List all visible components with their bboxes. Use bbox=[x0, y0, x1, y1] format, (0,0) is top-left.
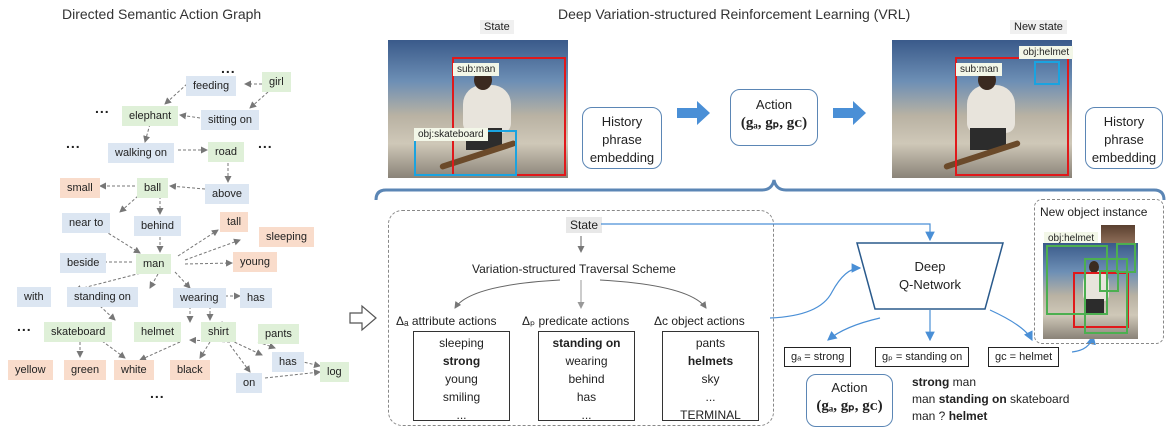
phrase-1: strong man bbox=[912, 375, 977, 389]
new-object-instance-panel bbox=[1034, 199, 1164, 344]
graph-node-shirt: shirt bbox=[201, 322, 236, 342]
ellipsis: ... bbox=[258, 135, 273, 151]
list-item: has bbox=[576, 390, 597, 404]
scene-green-box bbox=[1046, 245, 1108, 315]
graph-node-yellow: yellow bbox=[8, 360, 53, 380]
ellipsis: ... bbox=[66, 135, 81, 151]
graph-node-standing-on: standing on bbox=[67, 287, 138, 307]
action-box: Action (gₐ, gₚ, gᴄ) bbox=[806, 374, 893, 427]
predicate-actions-heading: Δₚ predicate actions bbox=[522, 314, 630, 328]
ellipsis: ... bbox=[17, 318, 32, 334]
sub-man-label: sub:man bbox=[956, 63, 1003, 76]
scene-green-box bbox=[1099, 270, 1119, 292]
ellipsis: ... bbox=[150, 385, 165, 401]
graph-node-young: young bbox=[233, 252, 277, 272]
graph-title: Directed Semantic Action Graph bbox=[62, 6, 262, 22]
graph-node-helmet: helmet bbox=[134, 322, 182, 342]
graph-node-with: with bbox=[17, 287, 51, 307]
graph-node-small: small bbox=[60, 178, 100, 198]
sub-man-box bbox=[955, 57, 1069, 176]
attribute-actions-heading: Δₐ attribute actions bbox=[396, 314, 497, 328]
sub-man-label: sub:man bbox=[453, 63, 500, 76]
scene-green-box bbox=[1116, 243, 1136, 273]
graph-node-green: green bbox=[64, 360, 107, 380]
graph-node-walking-on: walking on bbox=[108, 143, 174, 163]
attribute-actions-list: sleeping strong young smiling ... bbox=[413, 331, 510, 422]
obj-helmet-label: obj:helmet bbox=[1044, 232, 1099, 245]
state-label: State bbox=[480, 20, 514, 34]
graph-node-black: black bbox=[170, 360, 210, 380]
list-item: smiling bbox=[442, 390, 481, 404]
obj-helmet-box bbox=[1034, 61, 1060, 85]
graph-node-feeding: feeding bbox=[186, 76, 237, 96]
scene-green-box bbox=[1084, 258, 1128, 334]
list-item: wearing bbox=[565, 354, 608, 368]
list-item: behind bbox=[568, 372, 605, 386]
gp-value-box: gₚ = standing on bbox=[875, 347, 970, 367]
list-item: ... bbox=[456, 408, 467, 422]
list-item: standing on bbox=[552, 336, 621, 350]
action-box: Action (gₐ, gₚ, gᴄ) bbox=[730, 89, 818, 146]
graph-node-man: man bbox=[136, 254, 172, 274]
phrase-3: man ? helmet bbox=[912, 409, 988, 423]
graph-node-on: on bbox=[236, 373, 263, 393]
gc-value-box: gᴄ = helmet bbox=[988, 347, 1060, 367]
graph-node-sleeping: sleeping bbox=[259, 227, 314, 247]
graph-node-road: road bbox=[208, 142, 245, 162]
graph-node-tall: tall bbox=[220, 212, 249, 232]
graph-node-near-to: near to bbox=[62, 213, 111, 233]
ellipsis: ... bbox=[95, 100, 110, 116]
scheme-title: Variation-structured Traversal Scheme bbox=[472, 262, 676, 276]
scene-red-box bbox=[1073, 272, 1129, 328]
graph-node-has: has bbox=[240, 288, 272, 308]
graph-node-girl: girl bbox=[262, 72, 291, 92]
graph-node-has: has bbox=[272, 352, 304, 372]
graph-node-skateboard: skateboard bbox=[44, 322, 113, 342]
obj-skateboard-label: obj:skateboard bbox=[414, 128, 488, 141]
list-item: sleeping bbox=[439, 336, 484, 350]
lower-state-label: State bbox=[566, 217, 603, 233]
vrl-title: Deep Variation-structured Reinforcement … bbox=[558, 6, 911, 22]
list-item: helmets bbox=[687, 354, 734, 368]
graph-node-elephant: elephant bbox=[122, 106, 179, 126]
list-item: ... bbox=[581, 408, 592, 422]
list-item: strong bbox=[442, 354, 481, 368]
state-image bbox=[388, 40, 568, 178]
graph-node-above: above bbox=[205, 184, 249, 204]
graph-node-wearing: wearing bbox=[173, 288, 226, 308]
new-object-instance-title: New object instance bbox=[1040, 205, 1148, 219]
list-item: pants bbox=[695, 336, 726, 350]
ga-value-box: gₐ = strong bbox=[784, 347, 852, 367]
graph-node-log: log bbox=[320, 362, 349, 382]
object-actions-list: pants helmets sky ... TERMINAL bbox=[662, 331, 759, 422]
graph-node-beside: beside bbox=[60, 253, 107, 273]
graph-node-sitting-on: sitting on bbox=[201, 110, 260, 130]
list-item: ... bbox=[705, 390, 716, 404]
object-actions-heading: Δᴄ object actions bbox=[654, 314, 745, 328]
graph-node-pants: pants bbox=[258, 324, 299, 344]
graph-node-white: white bbox=[114, 360, 154, 380]
phrase-2: man standing on skateboard bbox=[912, 392, 1070, 406]
list-item: young bbox=[445, 372, 478, 386]
ellipsis: ... bbox=[221, 60, 236, 76]
list-item: sky bbox=[701, 372, 720, 386]
predicate-actions-list: standing on wearing behind has ... bbox=[538, 331, 635, 422]
graph-node-ball: ball bbox=[137, 178, 169, 198]
list-item: TERMINAL bbox=[680, 408, 741, 422]
graph-node-behind: behind bbox=[134, 216, 182, 236]
new-state-label: New state bbox=[1010, 20, 1067, 34]
obj-helmet-label: obj:helmet bbox=[1019, 46, 1074, 59]
